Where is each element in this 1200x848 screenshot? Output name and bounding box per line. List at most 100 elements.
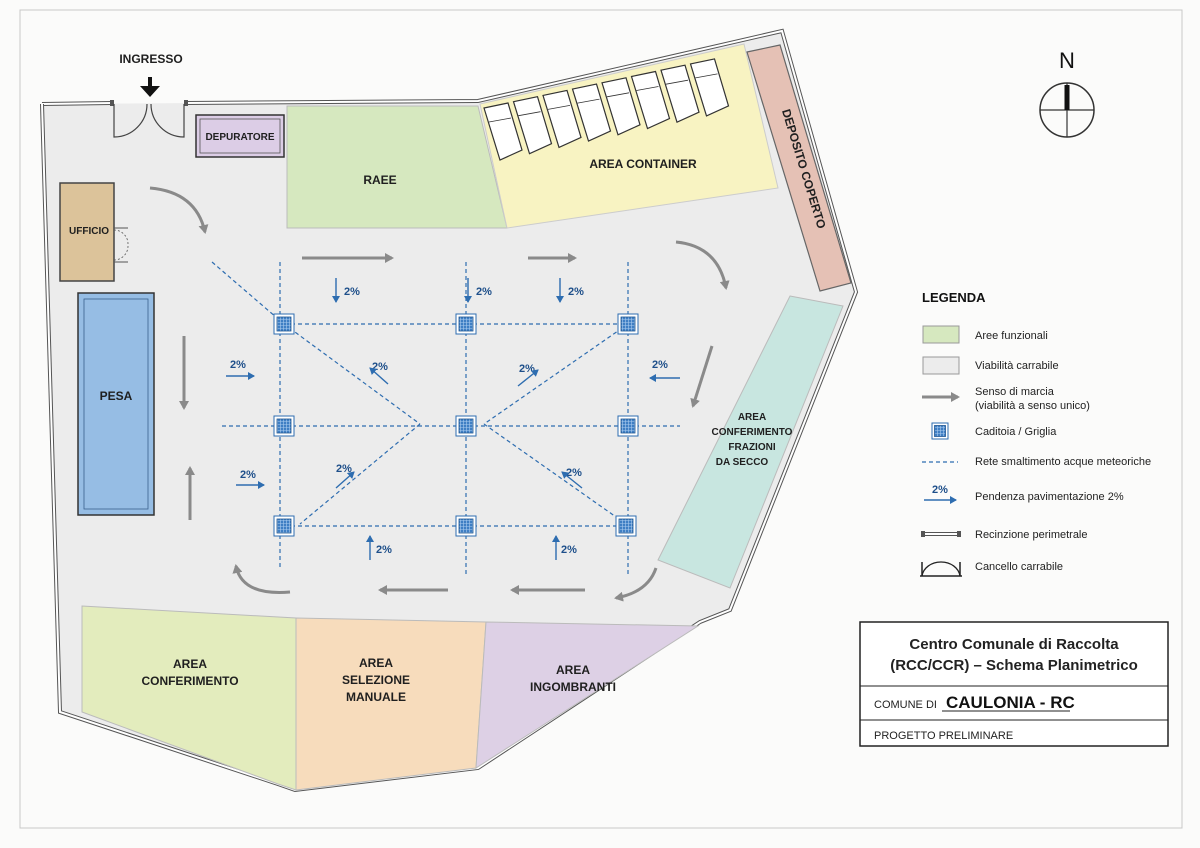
comune-label: COMUNE DI (874, 699, 937, 711)
label-raee: RAEE (363, 173, 396, 187)
slope-label: 2% (652, 359, 668, 371)
legend-slope-icon-text: 2% (932, 484, 948, 496)
area-depuratore (195, 114, 285, 158)
title-line-2: (RCC/CCR) – Schema Planimetrico (890, 657, 1138, 674)
traffic-arrow-icon (690, 345, 714, 408)
legend-item-gate: Cancello carrabile (975, 561, 1063, 573)
traffic-arrow-icon (232, 564, 291, 594)
area-pesa (77, 292, 155, 516)
slope-marker: 2% (335, 463, 355, 489)
entrance-gate (110, 100, 188, 138)
legend: LEGENDA Aree funzionali Viabilità carrab… (920, 290, 1151, 577)
slope-marker: 2% (552, 535, 577, 560)
legend-fence-icon (921, 531, 961, 537)
area-conferimento (81, 605, 297, 791)
north-label: N (1059, 48, 1075, 73)
north-arrow: N (1039, 48, 1095, 138)
drain-grate-icon (273, 515, 295, 537)
road-surface (42, 31, 856, 790)
container-bin (542, 89, 582, 149)
slope-marker: 2% (236, 469, 265, 489)
slope-label: 2% (476, 286, 492, 298)
slope-label: 2% (230, 359, 246, 371)
label-conferimento-2: CONFERIMENTO (141, 674, 238, 688)
slope-marker: 2% (369, 361, 389, 385)
drain-grate-icon (273, 415, 295, 437)
label-frazioni-4: DA SECCO (716, 457, 769, 468)
container-bin (689, 58, 730, 117)
perimeter-fence (40, 28, 859, 793)
label-ufficio: UFFICIO (69, 226, 109, 237)
container-bin (571, 83, 612, 142)
legend-item-grate: Caditoia / Griglia (975, 426, 1057, 438)
slope-arrow-icon (335, 471, 355, 489)
legend-item-direction-sub: (viabilità a senso unico) (975, 400, 1090, 412)
label-selezione-3: MANUALE (346, 690, 406, 704)
legend-item-slope: Pendenza pavimentazione 2% (975, 491, 1124, 503)
traffic-arrow-icon (675, 240, 730, 290)
drain-grates (273, 313, 639, 537)
container-bin (483, 102, 523, 161)
traffic-arrow-icon (614, 567, 658, 602)
slope-arrow-icon (517, 369, 539, 387)
container-bins (483, 58, 730, 161)
label-ingombranti-1: AREA (556, 663, 590, 677)
title-line-1: Centro Comunale di Raccolta (909, 636, 1119, 653)
drain-grate-icon (455, 515, 477, 537)
legend-swatch-road (922, 356, 960, 375)
traffic-direction-arrows (149, 186, 730, 602)
legend-item-drain: Rete smaltimento acque meteoriche (975, 456, 1151, 468)
legend-item-functional: Aree funzionali (975, 330, 1048, 342)
slope-label: 2% (240, 469, 256, 481)
label-frazioni-1: AREA (738, 412, 766, 423)
area-selezione-manuale (295, 617, 487, 791)
label-pesa: PESA (100, 389, 133, 403)
legend-item-fence: Recinzione perimetrale (975, 529, 1088, 541)
label-depuratore: DEPURATORE (205, 132, 274, 143)
comune-value: CAULONIA - RC (946, 693, 1075, 712)
traffic-arrow-icon (149, 186, 209, 234)
building-ufficio (59, 182, 115, 282)
slope-label: 2% (336, 463, 352, 475)
drain-grate-icon (455, 415, 477, 437)
slope-label: 2% (568, 286, 584, 298)
label-frazioni-3: FRAZIONI (728, 442, 775, 453)
entrance-arrow-icon (140, 77, 160, 97)
slope-label: 2% (376, 544, 392, 556)
slope-marker: 2% (366, 535, 392, 560)
label-selezione-1: AREA (359, 656, 393, 670)
slope-markers: 2% 2% 2% 2% 2% 2% 2% 2% 2% 2% 2% 2% (226, 278, 680, 560)
label-frazioni-2: CONFERIMENTO (712, 427, 793, 438)
area-conferimento-frazioni (657, 295, 844, 589)
title-block: Centro Comunale di Raccolta (RCC/CCR) – … (859, 621, 1169, 747)
slope-marker: 2% (517, 363, 539, 387)
legend-gate-icon (920, 561, 962, 577)
slope-marker: 2% (649, 359, 680, 382)
project-phase: PROGETTO PRELIMINARE (874, 730, 1013, 742)
slope-arrow-icon (561, 471, 583, 489)
sheet-frame (19, 9, 1183, 829)
drain-grate-icon (615, 515, 637, 537)
slope-marker: 2% (464, 278, 492, 303)
drain-grate-icon (273, 313, 295, 335)
legend-item-road: Viabilità carrabile (975, 360, 1059, 372)
label-ingresso: INGRESSO (119, 52, 182, 66)
area-raee (286, 105, 508, 229)
container-bin (630, 70, 671, 130)
legend-item-direction: Senso di marcia (975, 386, 1055, 398)
slope-label: 2% (344, 286, 360, 298)
slope-label: 2% (566, 467, 582, 479)
label-ingombranti-2: INGOMBRANTI (530, 680, 616, 694)
slope-label: 2% (561, 544, 577, 556)
slope-arrow-icon (369, 367, 389, 385)
legend-swatch-functional (922, 325, 960, 344)
area-ingombranti (475, 621, 700, 769)
label-selezione-2: SELEZIONE (342, 673, 410, 687)
slope-marker: 2% (556, 278, 584, 303)
label-area-container: AREA CONTAINER (589, 157, 697, 171)
slope-marker: 2% (332, 278, 360, 303)
legend-title: LEGENDA (922, 290, 986, 305)
container-bin (660, 64, 700, 124)
slope-marker: 2% (226, 359, 255, 380)
